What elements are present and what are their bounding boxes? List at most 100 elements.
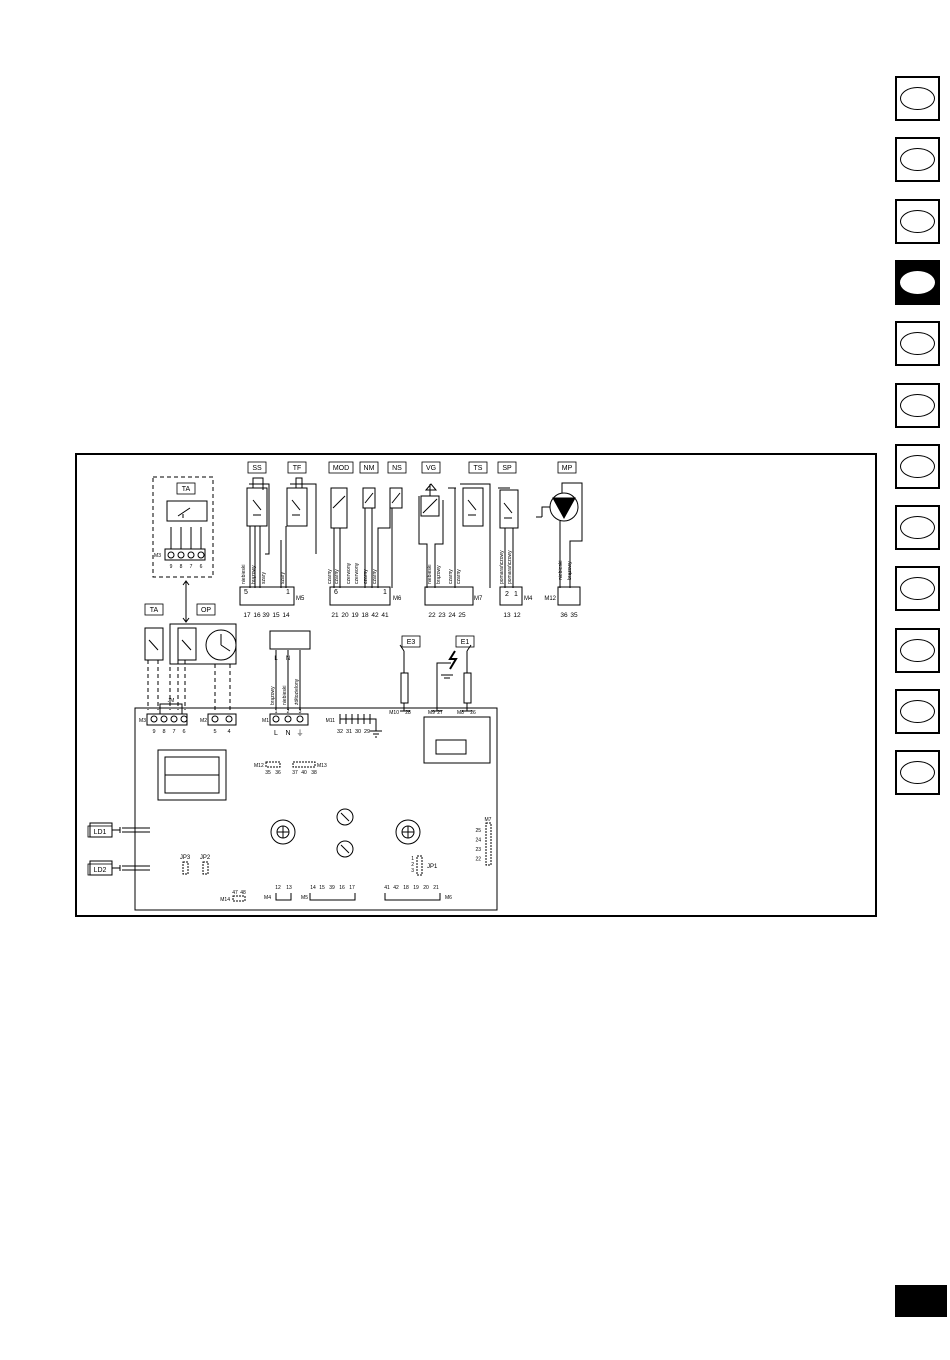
m7-top-pin-0: 22 bbox=[428, 612, 436, 619]
label-ts-frame bbox=[468, 461, 488, 474]
label-ta-top-frame bbox=[176, 482, 196, 495]
m1-board-num-2: 3 bbox=[299, 709, 302, 715]
m2-board-pin-0: 5 bbox=[213, 729, 216, 735]
m5-board-pin-4: 17 bbox=[349, 885, 355, 891]
label-ss-frame bbox=[247, 461, 267, 474]
language-tab-10[interactable] bbox=[895, 627, 940, 673]
mod-symbol bbox=[330, 487, 348, 529]
language-tab-oval-icon bbox=[900, 87, 935, 110]
m1-board-pin-0: L bbox=[274, 730, 278, 737]
language-tab-7[interactable] bbox=[895, 443, 940, 489]
m3-board-pin-1: 8 bbox=[162, 729, 165, 735]
m4-top-pin-1: 12 bbox=[513, 612, 521, 619]
m6-board-pin-4: 20 bbox=[423, 885, 429, 891]
m12-top-connector bbox=[557, 586, 581, 606]
m6-top-end-left: 6 bbox=[334, 589, 338, 596]
m3-board-pin-2: 7 bbox=[172, 729, 175, 735]
trimmer-2 bbox=[336, 840, 354, 858]
wire-vg-0: niebieski bbox=[427, 565, 433, 584]
m14-board-pin-1: 48 bbox=[240, 890, 246, 896]
m6-top-pin-2: 19 bbox=[351, 612, 359, 619]
language-tab-8[interactable] bbox=[895, 505, 940, 551]
m6-board-pin-3: 19 bbox=[413, 885, 419, 891]
m12-top-pin-0: 36 bbox=[560, 612, 568, 619]
m5-top-pin-0: 17 bbox=[243, 612, 251, 619]
m10-pin: 28 bbox=[405, 710, 411, 716]
tf-switch-symbol bbox=[286, 487, 308, 527]
wire-tf-0: szary bbox=[261, 572, 267, 584]
label-ta-left-frame bbox=[144, 603, 164, 616]
label-tf: TF bbox=[293, 465, 302, 472]
m5-top-label: M5 bbox=[296, 596, 305, 602]
wire-sp-0: pomarańczowy bbox=[499, 550, 505, 584]
language-tab-oval-icon bbox=[900, 332, 935, 356]
m1-board-label: M1 bbox=[262, 718, 269, 724]
wire-ts-0: czarny bbox=[448, 569, 454, 584]
m5-top-end-left: 5 bbox=[244, 589, 248, 596]
label-ts: TS bbox=[474, 465, 483, 472]
wire-mp-1: brązowy bbox=[567, 561, 573, 580]
m7-top-connector bbox=[424, 586, 474, 606]
label-e3: E3 bbox=[407, 639, 416, 646]
label-ta-left: TA bbox=[150, 607, 159, 614]
room-thermostat-enclosure bbox=[152, 476, 214, 578]
m11-board-pin-0: 32 bbox=[337, 729, 343, 735]
language-tab-3[interactable] bbox=[895, 198, 940, 244]
m7-board-pin-3: 22 bbox=[475, 857, 481, 863]
label-mod: MOD bbox=[333, 465, 349, 472]
m5-board-pin-0: 14 bbox=[310, 885, 316, 891]
m4-top-end-right: 1 bbox=[514, 591, 518, 598]
m6-top-pin-4: 42 bbox=[371, 612, 379, 619]
language-tab-oval-icon bbox=[900, 148, 935, 172]
language-tab-9[interactable] bbox=[895, 566, 940, 612]
control-board bbox=[134, 707, 498, 911]
m13-board-pin-2: 38 bbox=[311, 770, 317, 776]
m1-board-num-0: 1 bbox=[275, 709, 278, 715]
m2-board-connector bbox=[207, 713, 237, 726]
wire-vg-1: brązowy bbox=[436, 565, 442, 584]
m12-top-pin-1: 35 bbox=[570, 612, 578, 619]
m6-top-pin-5: 41 bbox=[381, 612, 389, 619]
e1-electrode bbox=[463, 672, 472, 704]
language-tab-5[interactable] bbox=[895, 321, 940, 367]
m9-pin: 27 bbox=[437, 710, 443, 716]
label-ns-frame bbox=[387, 461, 407, 474]
label-tf-frame bbox=[287, 461, 307, 474]
m3-box-pin-3: 6 bbox=[200, 564, 203, 570]
m4-top-end-left: 2 bbox=[505, 591, 509, 598]
language-tab-oval-icon bbox=[900, 638, 935, 662]
language-tab-1[interactable] bbox=[895, 76, 940, 121]
m5-top-pin-3: 15 bbox=[272, 612, 280, 619]
language-tab-oval-icon bbox=[900, 577, 935, 601]
m10-label: M10 bbox=[389, 710, 399, 716]
m8-pin: 26 bbox=[470, 710, 476, 716]
language-tab-11[interactable] bbox=[895, 689, 940, 734]
trimmer-1 bbox=[336, 808, 354, 826]
m6-top-connector bbox=[329, 586, 391, 606]
m13-board-pin-1: 40 bbox=[301, 770, 307, 776]
label-mp: MP bbox=[562, 465, 573, 472]
label-e3-frame bbox=[401, 635, 421, 648]
m3-board-pin-0: 9 bbox=[152, 729, 155, 735]
m7-board-pin-0: 25 bbox=[475, 828, 481, 834]
m12-board-pin-0: 35 bbox=[265, 770, 271, 776]
m5-top-connector bbox=[239, 586, 295, 606]
wire-nm-1: czerwony bbox=[354, 562, 360, 584]
label-vg: VG bbox=[426, 465, 436, 472]
language-tab-6[interactable] bbox=[895, 382, 940, 428]
label-ld1: LD1 bbox=[94, 829, 107, 836]
m5-board-pin-2: 39 bbox=[329, 885, 335, 891]
op-switch-symbol bbox=[177, 627, 197, 661]
label-mp-frame bbox=[557, 461, 577, 474]
m3-board-label: M3 bbox=[139, 718, 146, 724]
language-tab-oval-icon bbox=[900, 516, 935, 540]
m7-top-pin-3: 25 bbox=[458, 612, 466, 619]
m4-top-pin-0: 13 bbox=[503, 612, 511, 619]
nm-symbol bbox=[362, 487, 376, 509]
language-tab-12[interactable] bbox=[895, 750, 940, 796]
label-e1: E1 bbox=[461, 639, 470, 646]
language-tab-2[interactable] bbox=[895, 137, 940, 183]
wire-m1-2: żółtozielony bbox=[294, 678, 300, 705]
language-tab-oval-icon bbox=[900, 700, 935, 723]
language-tab-4[interactable] bbox=[895, 259, 940, 305]
